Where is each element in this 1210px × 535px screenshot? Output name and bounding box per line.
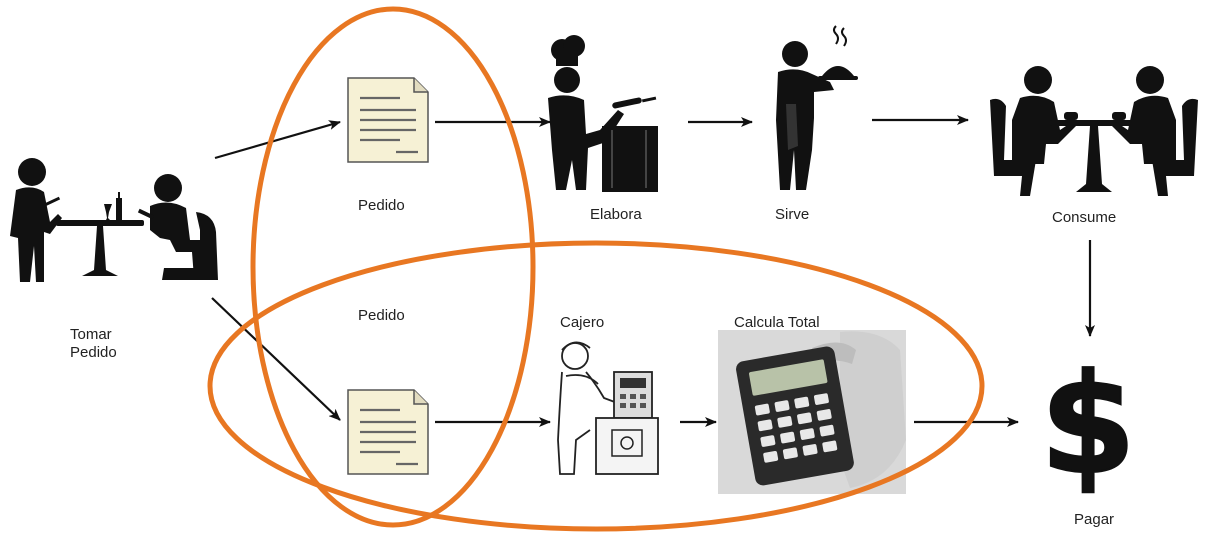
dollar-sign-icon: $ xyxy=(1039,343,1137,506)
highlight-ellipses xyxy=(207,6,985,532)
chef-icon xyxy=(548,35,658,192)
label-elabora: Elabora xyxy=(590,206,642,223)
document-icon xyxy=(347,77,429,163)
label-cajero: Cajero xyxy=(560,314,605,331)
horizontal-highlight-ellipse xyxy=(207,240,985,532)
label-pedido-top: Pedido xyxy=(358,197,405,214)
label-sirve: Sirve xyxy=(775,206,810,223)
flow-arrows xyxy=(211,115,1095,427)
svg-text:$: $ xyxy=(1040,344,1136,505)
label-consume: Consume xyxy=(1052,209,1117,226)
label-pagar: Pagar xyxy=(1074,511,1115,528)
label-pedido-mid: Pedido xyxy=(358,307,405,324)
label-calcula-total: Calcula Total xyxy=(734,314,820,331)
label-tomar: Tomar xyxy=(70,326,112,343)
waiter-serving-icon xyxy=(776,25,858,190)
arrow-tomar-to-pedido-bottom xyxy=(211,297,341,421)
arrow-tomar-to-pedido-top xyxy=(214,120,341,160)
cashier-icon xyxy=(557,341,659,475)
label-pedido-line: Pedido xyxy=(70,344,117,361)
waiter-and-customer-icon xyxy=(10,158,218,282)
vertical-highlight-ellipse xyxy=(250,6,536,528)
diners-icon xyxy=(990,66,1198,196)
calculator-icon xyxy=(718,330,906,494)
document-icon xyxy=(347,389,429,475)
